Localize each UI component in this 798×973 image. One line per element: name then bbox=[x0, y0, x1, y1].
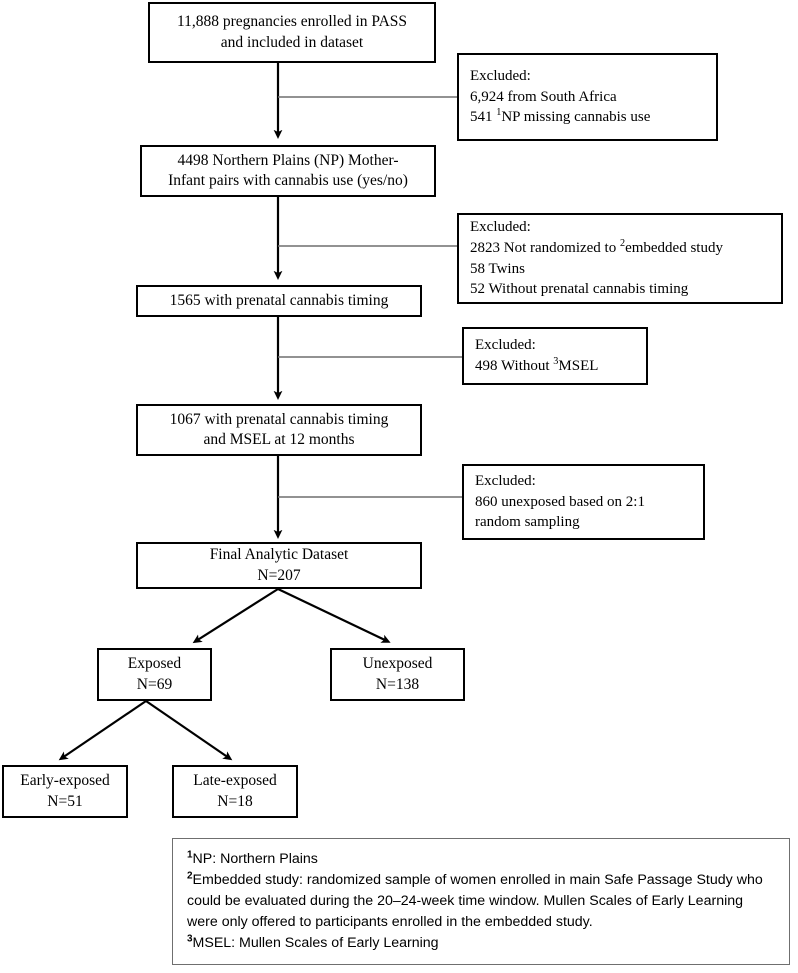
footnote-marker-3: 3 bbox=[187, 933, 193, 945]
exclusion-4-line-unexposed: 860 unexposed based on 2:1 bbox=[475, 493, 645, 510]
exclusion-box-4: Excluded: 860 unexposed based on 2:1 ran… bbox=[462, 464, 705, 540]
exclusion-1-np-text: NP missing cannabis use bbox=[501, 109, 651, 126]
footnote-marker-3-ref: 3 bbox=[553, 356, 559, 367]
node-late-exposed-line1: Late-exposed bbox=[193, 772, 277, 790]
exclusion-box-1: Excluded: 6,924 from South Africa 541 1N… bbox=[457, 53, 718, 141]
node-np-pairs-line2: Infant pairs with cannabis use (yes/no) bbox=[168, 172, 408, 189]
exclusion-1-line-south-africa: 6,924 from South Africa bbox=[470, 88, 617, 105]
node-with-timing-line1: 1565 with prenatal cannabis timing bbox=[169, 291, 389, 309]
exclusion-4-line-random-sampling: random sampling bbox=[475, 514, 580, 531]
footnote-note-1-text: NP: Northern Plains bbox=[192, 851, 318, 867]
footnote-note-3-text: MSEL: Mullen Scales of Early Learning bbox=[192, 935, 439, 952]
exclusion-3-heading: Excluded: bbox=[475, 337, 536, 354]
node-final-dataset-line1: Final Analytic Dataset bbox=[209, 546, 349, 564]
footnote-note-2: 2Embedded study: randomized sample of wo… bbox=[187, 870, 777, 933]
exclusion-box-3: Excluded: 498 Without 3MSEL bbox=[462, 327, 648, 385]
exclusion-2-not-randomized-suffix: embedded study bbox=[625, 239, 723, 256]
footnote-note-3: 3MSEL: Mullen Scales of Early Learning bbox=[187, 933, 777, 954]
exclusion-2-heading: Excluded: bbox=[470, 219, 531, 236]
node-final-dataset: Final Analytic Dataset N=207 bbox=[136, 542, 422, 589]
node-enrolled: 11,888 pregnancies enrolled in PASS and … bbox=[148, 2, 436, 63]
exclusion-1-np-count: 541 bbox=[470, 109, 497, 126]
node-timing-and-msel: 1067 with prenatal cannabis timing and M… bbox=[136, 404, 422, 456]
node-timing-and-msel-line2: and MSEL at 12 months bbox=[203, 431, 355, 448]
node-late-exposed-line2: N=18 bbox=[217, 792, 253, 810]
exclusion-4-heading: Excluded: bbox=[475, 472, 536, 489]
node-early-exposed-line1: Early-exposed bbox=[20, 772, 110, 790]
node-timing-and-msel-line1: 1067 with prenatal cannabis timing bbox=[169, 410, 389, 428]
exclusion-2-not-randomized-prefix: 2823 Not randomized to bbox=[470, 239, 620, 256]
connector-exposed-to-late bbox=[145, 700, 233, 761]
node-early-exposed-line2: N=51 bbox=[47, 792, 83, 810]
exclusion-1-heading: Excluded: bbox=[470, 67, 531, 84]
exclusion-2-line-not-randomized: 2823 Not randomized to 2embedded study bbox=[470, 238, 773, 259]
node-unexposed-line1: Unexposed bbox=[362, 655, 433, 673]
node-with-timing: 1565 with prenatal cannabis timing bbox=[136, 285, 422, 317]
node-enrolled-line1: 11,888 pregnancies enrolled in PASS bbox=[176, 13, 408, 31]
exclusion-1-line-np-missing: 541 1NP missing cannabis use bbox=[470, 107, 708, 128]
node-late-exposed: Late-exposed N=18 bbox=[172, 765, 298, 818]
footnote-marker-2-ref: 2 bbox=[619, 237, 626, 249]
footnote-marker-2: 2 bbox=[187, 870, 193, 882]
node-unexposed-line2: N=138 bbox=[375, 675, 420, 693]
node-exposed-line1: Exposed bbox=[127, 655, 182, 673]
exclusion-3-msel-prefix: 498 Without bbox=[475, 358, 554, 374]
node-exposed-line2: N=69 bbox=[136, 675, 173, 693]
exclusion-3-line-without-msel: 498 Without 3MSEL bbox=[475, 356, 638, 377]
exclusion-2-line-without-timing: 52 Without prenatal cannabis timing bbox=[470, 281, 689, 298]
footnote-marker-1: 1 bbox=[187, 849, 193, 861]
exclusion-box-2: Excluded: 2823 Not randomized to 2embedd… bbox=[457, 213, 783, 304]
connector-final-to-exposed bbox=[192, 588, 279, 644]
node-early-exposed: Early-exposed N=51 bbox=[2, 765, 128, 818]
node-np-pairs-line1: 4498 Northern Plains (NP) Mother- bbox=[177, 151, 399, 169]
footnote-panel: 1NP: Northern Plains 2Embedded study: ra… bbox=[172, 838, 790, 965]
footnote-marker-1-ref: 1 bbox=[496, 107, 502, 119]
node-unexposed: Unexposed N=138 bbox=[330, 648, 465, 701]
exclusion-3-msel-suffix: MSEL bbox=[558, 358, 599, 374]
node-np-pairs: 4498 Northern Plains (NP) Mother- Infant… bbox=[140, 145, 436, 197]
footnote-note-1: 1NP: Northern Plains bbox=[187, 849, 777, 870]
node-exposed: Exposed N=69 bbox=[97, 648, 212, 701]
node-enrolled-line2: and included in dataset bbox=[220, 33, 364, 51]
exclusion-2-line-twins: 58 Twins bbox=[470, 260, 525, 277]
connector-exposed-to-early bbox=[58, 700, 147, 761]
node-final-dataset-line2: N=207 bbox=[257, 566, 301, 584]
footnote-note-2-text: Embedded study: randomized sample of wom… bbox=[187, 872, 763, 931]
connector-final-to-unexposed bbox=[277, 588, 391, 643]
